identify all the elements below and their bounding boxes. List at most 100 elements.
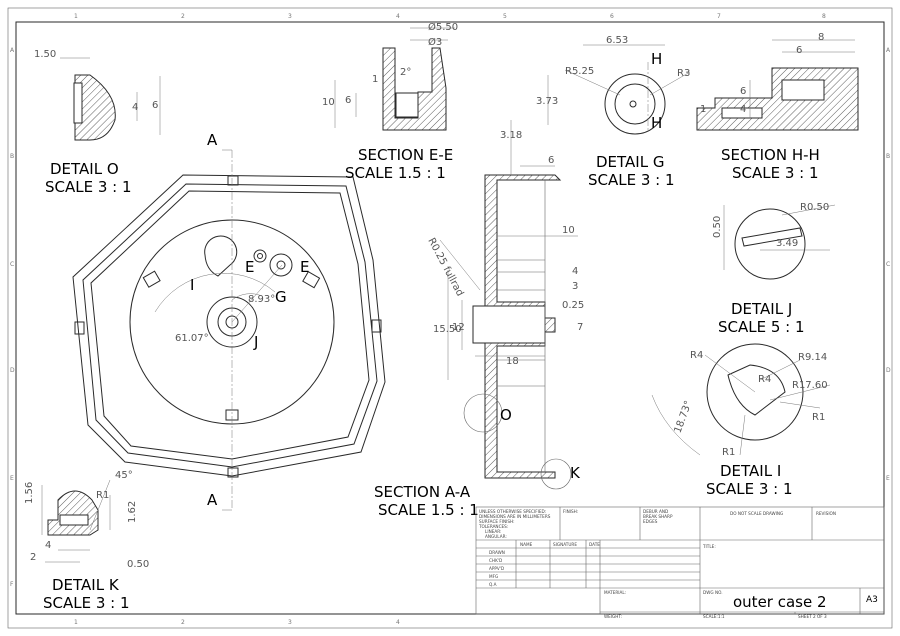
detail-g-leader-r3 [649, 71, 691, 96]
section-ee-view: Ø5.50 Ø3 2° 10 6 1 SECTION E-E SCALE 1.5… [322, 21, 458, 182]
detail-j-text-349: 3.49 [776, 238, 798, 249]
detail-g-inner [614, 83, 656, 125]
section-hh-text-1: 1 [700, 104, 706, 115]
tb-deburr-1: DEBUR AND [643, 509, 668, 514]
title-block-frame [475, 506, 885, 615]
grid-col-4-bottom: 4 [396, 619, 400, 626]
tb-dwg-no: DWG NO. [703, 590, 723, 595]
feature-e-boss-outer [253, 249, 267, 263]
detail-o-title: DETAIL O [50, 160, 119, 178]
marker-e-left: E [245, 258, 254, 276]
grid-col-2-bottom: 2 [181, 619, 185, 626]
detail-j-title: DETAIL J [731, 300, 792, 318]
clip-right [302, 270, 321, 289]
grid-col-1: 1 [74, 13, 78, 20]
section-aa-scale: SCALE 1.5 : 1 [378, 501, 479, 519]
detail-k-text-r1: R1 [96, 490, 109, 501]
section-hh-scale: SCALE 3 : 1 [732, 164, 819, 182]
grid-row-d-right: D [886, 367, 891, 374]
grid-col-6: 6 [610, 13, 614, 20]
outer-border [7, 7, 893, 629]
detail-g-text-373: 3.73 [536, 96, 558, 107]
grid-col-2: 2 [181, 13, 185, 20]
section-aa-text-10: 10 [562, 225, 575, 236]
feature-e-boss-inner [257, 253, 263, 259]
detail-g-marker-bottom: H [651, 114, 662, 132]
detail-i-title: DETAIL I [720, 462, 781, 480]
section-hh-view: 8 6 6 4 1 SECTION H-H SCALE 3 : 1 [696, 32, 859, 182]
section-aa-text-r025: R0.25 fullrad [425, 236, 465, 298]
detail-g-text-r3: R3 [677, 68, 690, 79]
detail-g-text-653: 6.53 [606, 35, 628, 46]
detail-i-view: R4 R9.14 R4 R17.60 R1 R1 18.73° DETAIL I… [651, 343, 831, 498]
detail-k-text-050: 0.50 [127, 559, 149, 570]
detail-o-view: 1.50 4 6 DETAIL O SCALE 3 : 1 [34, 49, 161, 196]
detail-k-text-4: 4 [45, 540, 51, 551]
grid-col-3: 3 [288, 13, 292, 20]
angle-arc-small [231, 293, 263, 301]
detail-j-circle [734, 208, 806, 280]
marker-j: J [253, 333, 258, 351]
section-ee-text-6: 6 [345, 95, 351, 106]
detail-i-text-r1760: R17.60 [792, 380, 828, 391]
marker-i: I [190, 276, 194, 294]
tb-material: MATERIAL: [604, 590, 626, 595]
detail-g-leader-r525 [564, 69, 621, 96]
detail-o-dim-text-150: 1.50 [34, 49, 56, 60]
detail-g-text-r525: R5.25 [565, 66, 594, 77]
angle-leader-g [231, 264, 283, 323]
detail-k-view: 1.56 R1 45° 1.62 4 2 0.50 DETAIL K SCALE… [24, 470, 149, 612]
title-block: UNLESS OTHERWISE SPECIFIED: DIMENSIONS A… [475, 506, 885, 619]
notch-left [74, 321, 85, 335]
detail-j-view: 0.50 R0.50 3.49 DETAIL J SCALE 5 : 1 [712, 202, 836, 336]
angle-dim-large: 61.07° [175, 333, 209, 344]
section-hh-text-4: 4 [740, 104, 746, 115]
detail-g-scale: SCALE 3 : 1 [588, 171, 675, 189]
detail-i-leader-r1760 [769, 384, 831, 401]
case-outline-inner [90, 190, 370, 460]
detail-i-scale: SCALE 3 : 1 [706, 480, 793, 498]
section-aa-leader-r025 [439, 239, 481, 291]
section-hh-text-6v: 6 [740, 86, 746, 97]
detail-j-leader-r050 [781, 204, 836, 216]
tb-note-5: LINEAR: [485, 529, 501, 534]
inner-border [15, 21, 885, 615]
feature-g-boss-outer [269, 253, 293, 277]
section-hh-text-8: 8 [818, 32, 824, 43]
detail-g-view: 6.53 R5.25 R3 3.73 H H DETAIL G SCALE 3 … [536, 35, 690, 189]
marker-a-bottom: A [207, 491, 218, 509]
grid-row-e: E [10, 475, 14, 482]
marker-o: O [500, 406, 512, 424]
marker-e-right: E [300, 258, 309, 276]
marker-k: K [570, 464, 581, 482]
grid-row-a-right: A [886, 47, 891, 54]
section-hh-profile [696, 67, 859, 131]
detail-k-title: DETAIL K [52, 576, 120, 594]
section-ee-text-10: 10 [322, 97, 335, 108]
detail-i-text-r4: R4 [690, 350, 703, 361]
detail-j-slot [741, 227, 803, 247]
detail-g-marker-top: H [651, 50, 662, 68]
grid-row-d: D [10, 367, 15, 374]
tb-scale: SCALE:1:1 [703, 614, 725, 619]
section-aa-text-12: 12 [452, 322, 465, 333]
section-ee-bore [395, 92, 419, 118]
feature-g-boss-inner [276, 260, 286, 270]
detail-o-profile [74, 74, 116, 141]
grid-row-b-right: B [886, 153, 890, 160]
section-aa-boss [472, 305, 546, 344]
case-outline-mid [82, 183, 378, 468]
section-aa-text-18: 18 [506, 356, 519, 367]
detail-o-scale: SCALE 3 : 1 [45, 178, 132, 196]
detail-i-pocket [727, 364, 786, 416]
grid-row-b: B [10, 153, 14, 160]
section-hh-text-6: 6 [796, 45, 802, 56]
detail-i-text-1873: 18.73° [673, 399, 695, 434]
section-aa-view: 3.18 6 10 4 3 0.25 7 15.50 12 18 R0.25 f… [374, 120, 584, 519]
grid-col-3-bottom: 3 [288, 619, 292, 626]
tb-weight: WEIGHT: [604, 614, 622, 619]
grid-row-a: A [10, 47, 15, 54]
angle-dim-small: 8.93° [248, 294, 275, 305]
grid-row-f: F [10, 581, 14, 588]
